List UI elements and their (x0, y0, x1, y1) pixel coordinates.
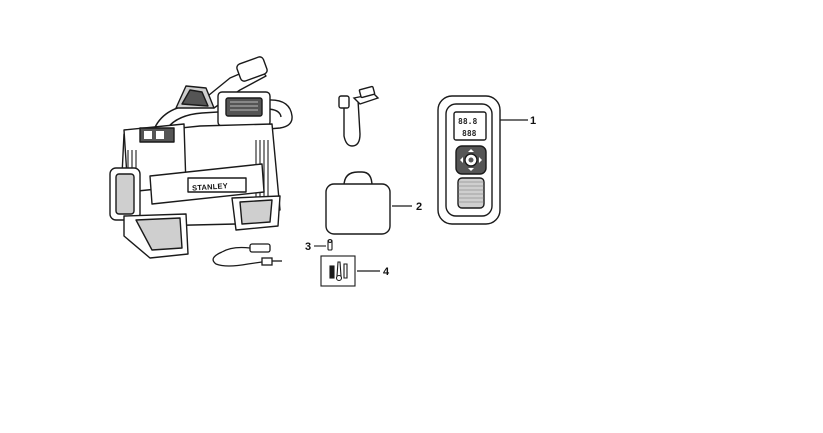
gauge-readout-bottom: 888 (462, 129, 477, 138)
air-compressor (109, 56, 293, 259)
callout-4-label: 4 (383, 266, 390, 278)
adapter-kit (320, 255, 356, 287)
power-cord (212, 243, 282, 267)
brand-label: STANLEY (192, 181, 228, 192)
callout-1-label: 1 (530, 115, 536, 127)
digital-gauge (437, 95, 501, 225)
air-hose (338, 85, 380, 147)
callout-3-label: 3 (305, 241, 311, 253)
gauge-readout-top: 88.8 (458, 117, 477, 126)
valve-needle (327, 238, 333, 251)
storage-bag (325, 171, 391, 235)
callout-2-label: 2 (416, 201, 422, 213)
